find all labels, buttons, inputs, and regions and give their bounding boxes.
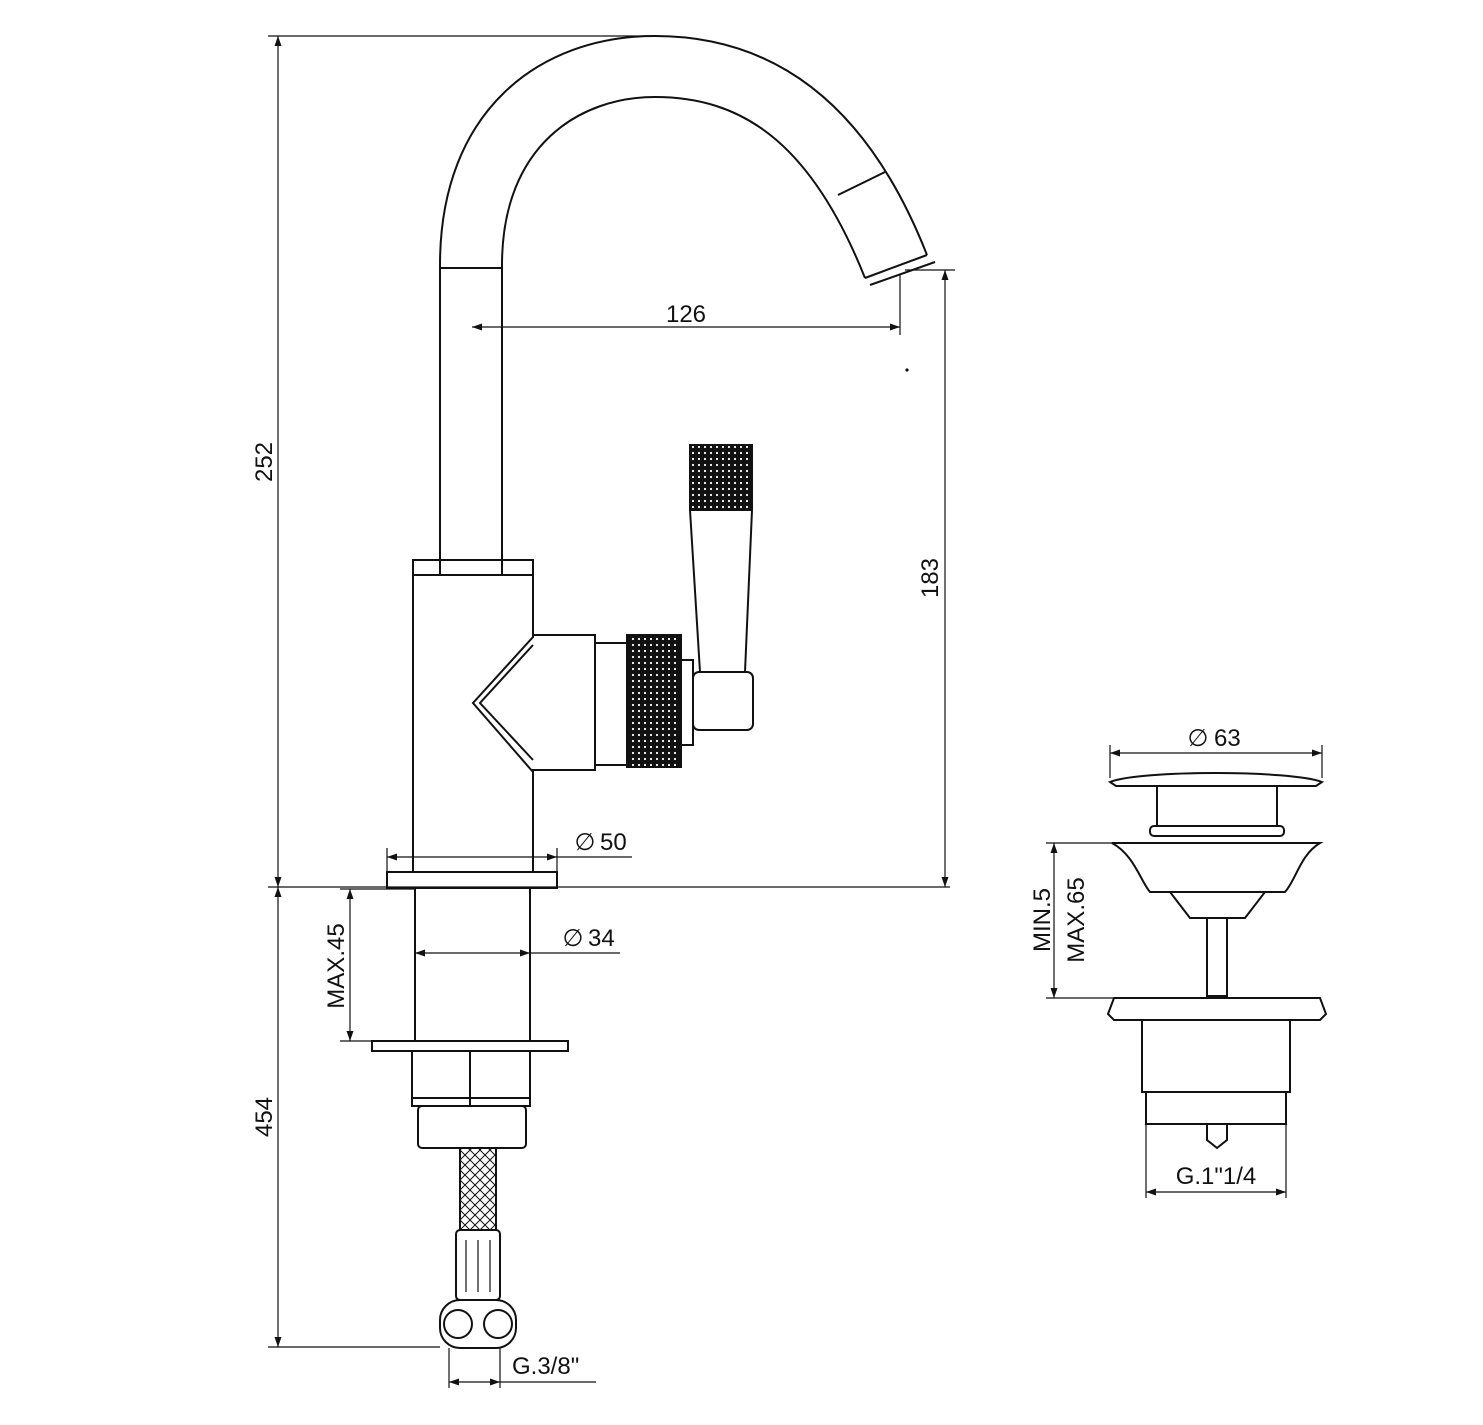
dim-base-diameter: 50: [600, 829, 627, 856]
dim-spout-reach: 126: [666, 301, 706, 328]
dim-waste-min: MIN.5: [1029, 888, 1056, 952]
dimension-labels: 252 454 126 183 ∅ 50 ∅ 34 MAX.45 G.3/8" …: [251, 301, 1256, 1380]
dim-waste-diameter: 63: [1214, 725, 1241, 752]
dim-max-deck: MAX.45: [323, 923, 350, 1008]
waste-rod: [1206, 917, 1228, 997]
flex-hose: [459, 1147, 497, 1231]
waste-flange: [1111, 842, 1324, 893]
dim-waste-thread: G.1"1/4: [1176, 1163, 1257, 1190]
dimension-lines: [268, 35, 1323, 1388]
dim-total-height: 252: [251, 442, 278, 482]
diameter-symbol-base: ∅: [575, 829, 596, 856]
faucet-body: [371, 34, 936, 1349]
lever-knurl-grip: [689, 444, 753, 511]
base-plate: [386, 871, 558, 889]
knurled-ring: [626, 634, 682, 768]
washer: [371, 1040, 569, 1052]
waste-cap: [1107, 772, 1325, 787]
aerator-edge: [869, 261, 936, 286]
shank: [414, 887, 531, 1042]
dim-waste-max: MAX.65: [1063, 877, 1090, 962]
spout-tip: [440, 171, 928, 279]
spout-outline: [439, 34, 928, 560]
waste-body: [1141, 1019, 1291, 1093]
nut-collar: [417, 1105, 527, 1149]
dim-shank-diameter: 34: [588, 925, 615, 952]
diameter-symbol-waste: ∅: [1188, 725, 1209, 752]
waste-thread: [1145, 1091, 1287, 1125]
dim-below-deck: 454: [251, 1097, 278, 1137]
dim-inlet-thread: G.3/8": [512, 1353, 579, 1380]
waste-body-flange: [1106, 997, 1328, 1021]
dim-spout-height: 183: [917, 558, 944, 598]
popup-waste: [1106, 772, 1328, 1150]
spout-inner: [501, 95, 866, 560]
diameter-symbol-shank: ∅: [563, 925, 584, 952]
hose-connector-nut: [439, 1299, 517, 1349]
waste-plug: [1156, 785, 1278, 827]
